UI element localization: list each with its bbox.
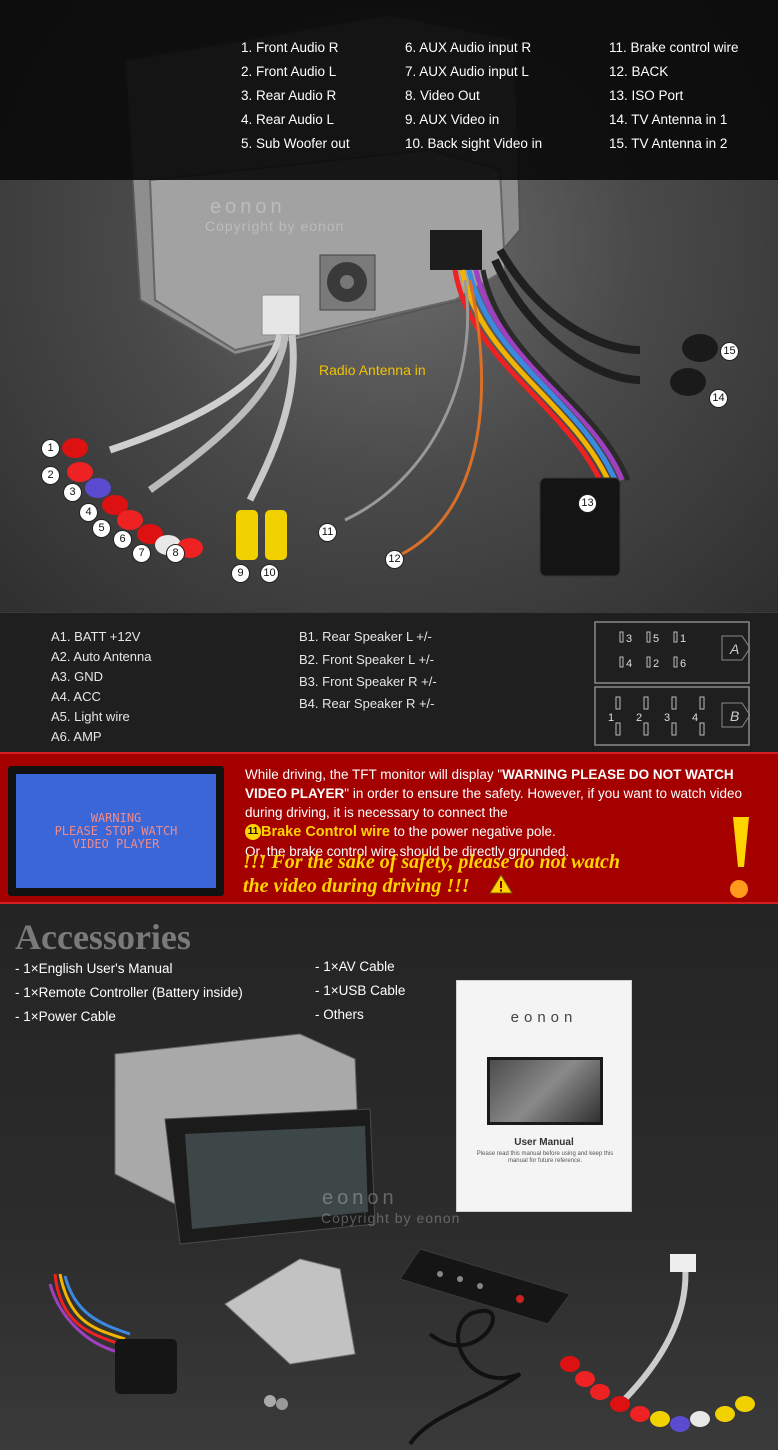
legend-item: 4. Rear Audio L xyxy=(241,112,335,127)
manual-note: Please read this manual before using and… xyxy=(476,1151,614,1164)
callout-4: 4 xyxy=(79,503,98,522)
screen-line: VIDEO PLAYER xyxy=(72,836,160,851)
pin-a3: A3. GND xyxy=(51,669,104,684)
accessories-photo xyxy=(48,1033,755,1446)
pin-label: 4 xyxy=(692,712,698,724)
pin-label: 2 xyxy=(636,712,642,724)
manual-cover-image xyxy=(487,1057,603,1125)
watermark-text: Copyright by eonon xyxy=(321,1210,461,1226)
callout-14: 14 xyxy=(709,389,728,408)
warning-ground-text: Or, the brake control wire should be dir… xyxy=(245,844,570,859)
wiring-section: 1. Front Audio R 2. Front Audio L 3. Rea… xyxy=(0,0,778,612)
warning-triangle-icon xyxy=(488,874,513,894)
brake-wire-badge: 11 xyxy=(245,824,261,841)
tft-monitor: WARNING PLEASE STOP WATCH VIDEO PLAYER xyxy=(8,766,224,896)
safety-line-1: !!! For the sake of safety, please do no… xyxy=(243,851,621,873)
legend-column-1: 1. Front Audio R 2. Front Audio L 3. Rea… xyxy=(241,36,350,156)
legend-item: 9. AUX Video in xyxy=(405,112,500,127)
brake-control-label: Brake Control wire xyxy=(261,824,390,840)
legend-item: 1. Front Audio R xyxy=(241,40,339,55)
accessory-item: - 1×English User's Manual xyxy=(15,961,173,976)
callout-1: 1 xyxy=(41,439,60,458)
pin-a2: A2. Auto Antenna xyxy=(51,649,152,664)
legend-column-2: 6. AUX Audio input R 7. AUX Audio input … xyxy=(405,36,542,156)
legend-item: 15. TV Antenna in 2 xyxy=(609,136,728,151)
legend-item: 5. Sub Woofer out xyxy=(241,136,350,151)
pin-a5: A5. Light wire xyxy=(51,709,130,724)
callout-15: 15 xyxy=(720,342,739,361)
radio-antenna-label: Radio Antenna in xyxy=(319,362,426,378)
safety-line-2: the video during driving !!! xyxy=(243,874,723,898)
watermark-logo: eonon xyxy=(322,1187,398,1209)
block-a-label: A xyxy=(729,641,739,657)
user-manual-booklet: eonon User Manual Please read this manua… xyxy=(456,980,632,1212)
callout-9: 9 xyxy=(231,564,250,583)
accessory-item: - 1×AV Cable xyxy=(315,959,395,974)
block-b-label: B xyxy=(730,708,739,724)
pin-label: 1 xyxy=(608,712,614,724)
callout-2: 2 xyxy=(41,466,60,485)
watermark-text: Copyright by eonon xyxy=(205,218,345,234)
legend-item: 14. TV Antenna in 1 xyxy=(609,112,728,127)
pin-b1: B1. Rear Speaker L +/- xyxy=(299,629,432,644)
pin-a6: A6. AMP xyxy=(51,729,102,744)
legend-item: 3. Rear Audio R xyxy=(241,88,337,103)
callout-12: 12 xyxy=(385,550,404,569)
pin-label: 3 xyxy=(664,712,670,724)
pin-a1: A1. BATT +12V xyxy=(51,629,141,644)
warning-section: WARNING PLEASE STOP WATCH VIDEO PLAYER W… xyxy=(0,752,778,904)
pin-label: 6 xyxy=(680,658,686,670)
callout-11: 11 xyxy=(318,523,337,542)
exclamation-icon xyxy=(730,817,749,898)
pin-b3: B3. Front Speaker R +/- xyxy=(299,674,437,689)
accessories-section: Accessories - 1×English User's Manual - … xyxy=(0,904,778,1450)
legend-item: 8. Video Out xyxy=(405,88,480,103)
pin-label: 5 xyxy=(653,633,659,645)
callout-8: 8 xyxy=(166,544,185,563)
screen-line: WARNING xyxy=(90,810,142,825)
legend-item: 13. ISO Port xyxy=(609,88,684,103)
legend-column-3: 11. Brake control wire 12. BACK 13. ISO … xyxy=(609,36,739,156)
warning-intro: While driving, the TFT monitor will disp… xyxy=(245,767,503,782)
legend-item: 12. BACK xyxy=(609,64,669,79)
manual-title: User Manual xyxy=(514,1137,574,1148)
rca-plugs xyxy=(62,438,287,560)
callout-3: 3 xyxy=(63,483,82,502)
legend-item: 7. AUX Audio input L xyxy=(405,64,529,79)
pin-a4: A4. ACC xyxy=(51,689,101,704)
warning-pole-text: to the power negative pole. xyxy=(389,824,556,839)
callout-6: 6 xyxy=(113,530,132,549)
manual-brand: eonon xyxy=(510,1009,578,1026)
pin-label: 4 xyxy=(626,658,632,670)
legend-item: 2. Front Audio L xyxy=(241,64,337,79)
warning-message: WARNING PLEASE DO NOT WATCH VIDEO PLAYER xyxy=(245,767,734,801)
accessory-item: - 1×USB Cable xyxy=(315,983,406,998)
callout-7: 7 xyxy=(132,544,151,563)
pin-label: 1 xyxy=(680,633,686,645)
accessory-item: - 1×Power Cable xyxy=(15,1009,116,1024)
warning-continuation: " in order to ensure the safety. However… xyxy=(245,786,743,820)
iso-pinout-section: A1. BATT +12V A2. Auto Antenna A3. GND A… xyxy=(0,612,778,752)
tft-screen: WARNING PLEASE STOP WATCH VIDEO PLAYER xyxy=(16,774,216,888)
legend-item: 10. Back sight Video in xyxy=(405,136,543,151)
callout-13: 13 xyxy=(578,494,597,513)
callout-5: 5 xyxy=(92,519,111,538)
accessory-item: - Others xyxy=(315,1007,364,1022)
warning-text: While driving, the TFT monitor will disp… xyxy=(245,765,745,861)
screen-line: PLEASE STOP WATCH xyxy=(54,823,178,838)
pin-b4: B4. Rear Speaker R +/- xyxy=(299,696,435,711)
legend-item: 6. AUX Audio input R xyxy=(405,40,532,55)
iso-connector-diagram: A B 3 5 1 4 2 6 1 2 3 4 xyxy=(594,621,750,746)
pin-label: 2 xyxy=(653,658,659,670)
safety-notice: !!! For the sake of safety, please do no… xyxy=(243,850,723,898)
pin-b2: B2. Front Speaker L +/- xyxy=(299,652,435,667)
legend-band xyxy=(0,0,778,180)
watermark-logo: eonon xyxy=(210,196,286,218)
legend-item: 11. Brake control wire xyxy=(609,40,739,55)
pin-label: 3 xyxy=(626,633,632,645)
callout-10: 10 xyxy=(260,564,279,583)
accessory-item: - 1×Remote Controller (Battery inside) xyxy=(15,985,243,1000)
accessories-title: Accessories xyxy=(15,917,191,957)
